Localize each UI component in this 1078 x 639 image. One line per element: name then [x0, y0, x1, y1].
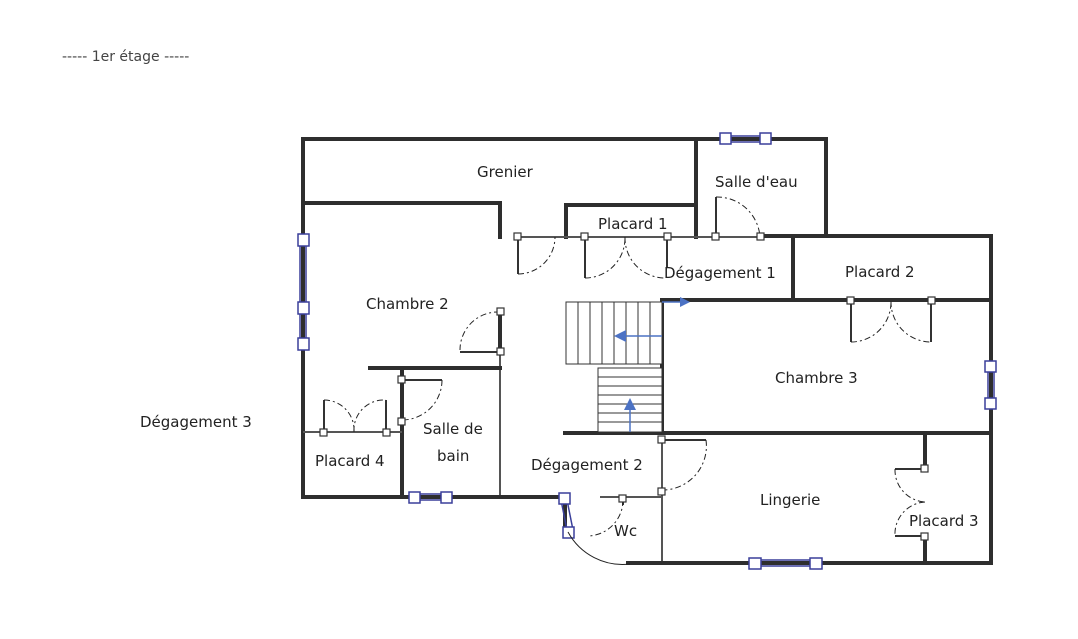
- door-chambre-2-side: [459, 307, 505, 356]
- door-placard-4: [319, 399, 391, 437]
- room-labels: Grenier Salle d'eau Placard 1 Dégagement…: [140, 163, 979, 540]
- windows: [297, 132, 997, 570]
- door-wc: [587, 494, 627, 537]
- door-placard-2: [846, 296, 936, 343]
- window-salle-eau: [719, 132, 772, 145]
- door-placard-1: [580, 232, 672, 279]
- door-lingerie: [657, 435, 707, 496]
- room-label-placard-1: Placard 1: [598, 215, 668, 233]
- room-label-degagement-2: Dégagement 2: [531, 456, 643, 474]
- room-label-salle-de-bain-1: Salle de: [423, 420, 483, 438]
- door-salle-de-bain: [397, 375, 443, 426]
- room-label-salle-de-bain-2: bain: [437, 447, 469, 465]
- door-salle-eau: [711, 196, 765, 241]
- room-label-degagement-1: Dégagement 1: [664, 264, 776, 282]
- room-label-salle-eau: Salle d'eau: [715, 173, 798, 191]
- door-placard-3: [894, 464, 929, 541]
- window-lingerie: [748, 557, 823, 570]
- window-chambre-2: [297, 233, 310, 351]
- room-label-grenier: Grenier: [477, 163, 534, 181]
- room-label-placard-3: Placard 3: [909, 512, 979, 530]
- room-label-placard-2: Placard 2: [845, 263, 915, 281]
- wc-arc: [567, 531, 631, 565]
- room-label-chambre-3: Chambre 3: [775, 369, 858, 387]
- door-chambre-2-top: [513, 232, 556, 275]
- room-label-wc: Wc: [614, 522, 637, 540]
- window-chambre-3: [984, 360, 997, 410]
- room-label-placard-4: Placard 4: [315, 452, 385, 470]
- doors: [319, 196, 936, 565]
- staircase: [565, 297, 690, 433]
- floor-label: ----- 1er étage -----: [62, 49, 189, 65]
- room-label-degagement-3: Dégagement 3: [140, 413, 252, 431]
- room-label-lingerie: Lingerie: [760, 491, 820, 509]
- room-label-chambre-2: Chambre 2: [366, 295, 449, 313]
- window-salle-de-bain: [408, 491, 453, 504]
